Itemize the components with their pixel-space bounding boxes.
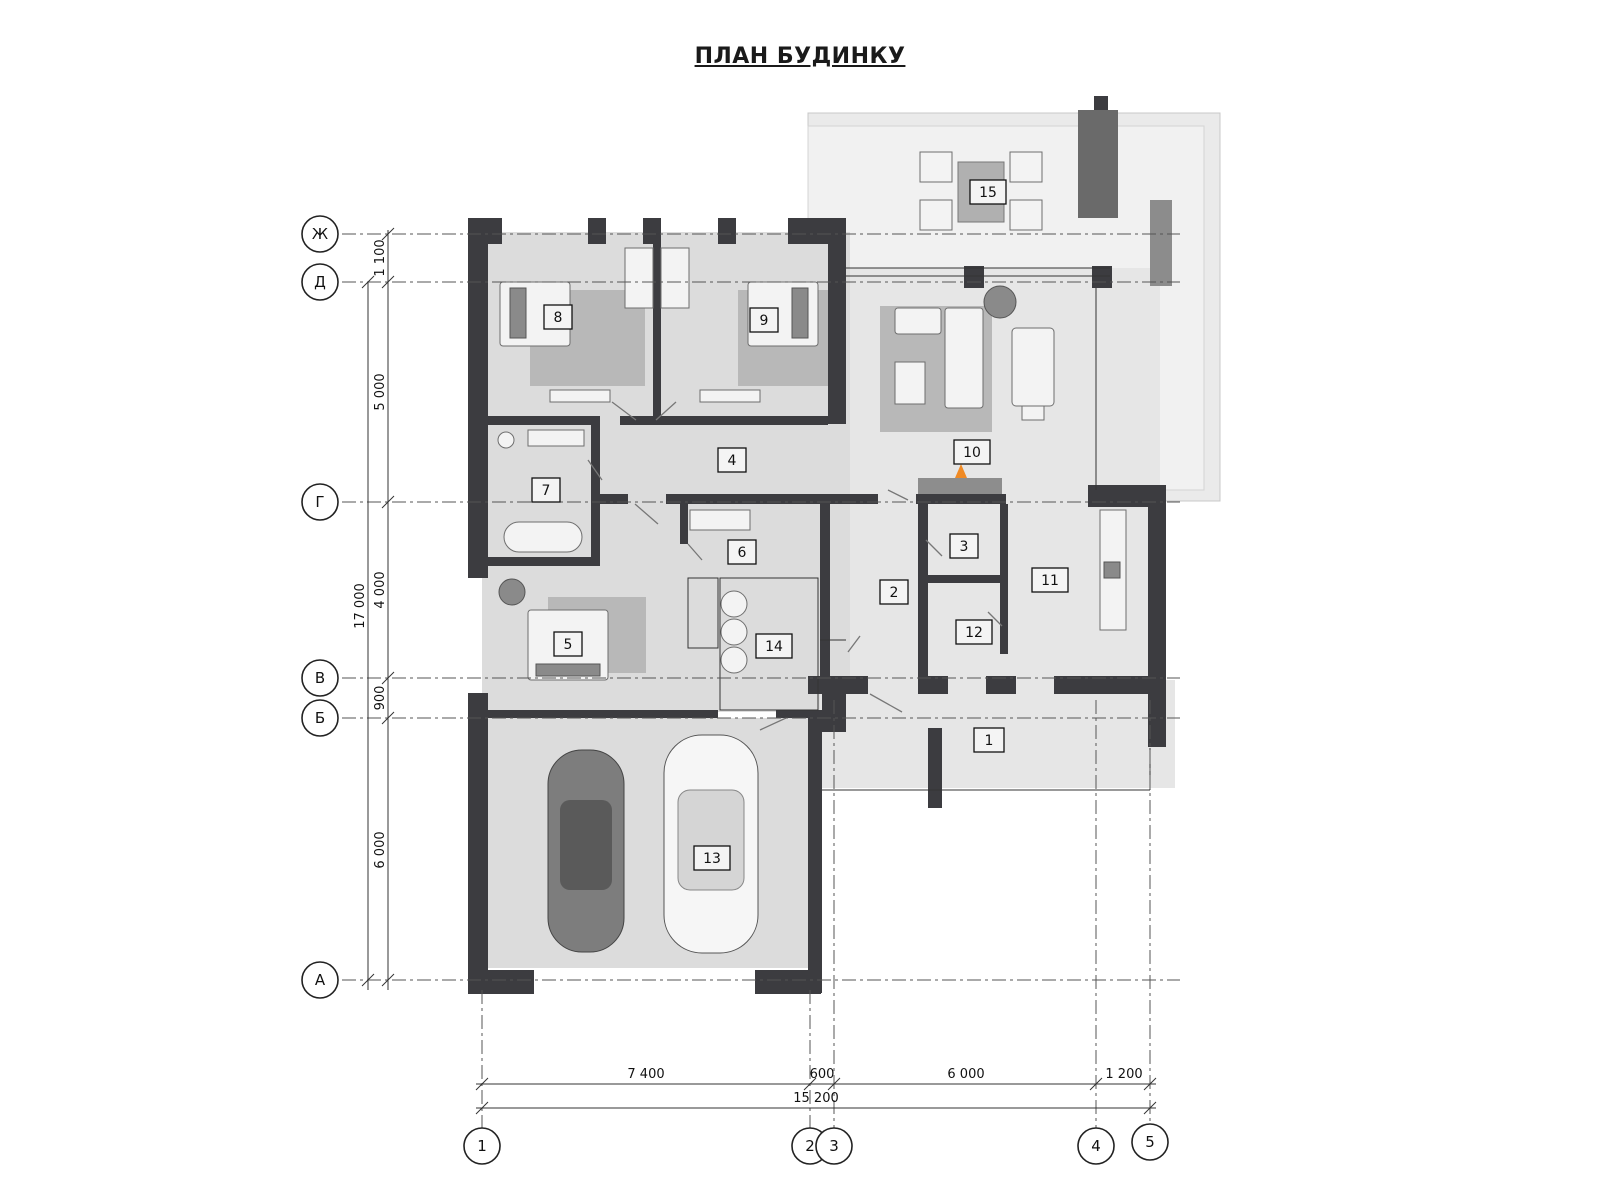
- dim-h-total: 15 200: [793, 1091, 839, 1106]
- wardrobe: [549, 389, 611, 403]
- plan-title: ПЛАН БУДИНКУ: [694, 44, 906, 69]
- room-label-9: 9: [760, 313, 769, 329]
- row-axis-label: Ж: [312, 225, 328, 243]
- sink: [1103, 561, 1121, 579]
- room-label-12: 12: [965, 625, 983, 641]
- room-label-3: 3: [960, 539, 969, 555]
- hedge: [1078, 110, 1118, 218]
- row-axis-label: Б: [315, 709, 325, 727]
- room-label-13: 13: [703, 851, 721, 867]
- room-label-10: 10: [963, 445, 981, 461]
- row-axis-label: А: [315, 971, 326, 989]
- coffee-table: [894, 361, 926, 405]
- dim-v-5: 6 000: [373, 831, 388, 868]
- column-axis-label: 1: [477, 1137, 487, 1155]
- dim-h-1: 7 400: [627, 1067, 664, 1082]
- room-label-8: 8: [554, 310, 563, 326]
- walls: [468, 96, 1166, 994]
- horizontal-dimension-chain: 7 400 600 6 000 1 200 15 200: [475, 1067, 1157, 1115]
- chair: [919, 151, 953, 183]
- pillow: [791, 287, 809, 339]
- storage-item: [720, 618, 748, 646]
- furniture: [497, 110, 1172, 954]
- room-label-14: 14: [765, 639, 783, 655]
- dining-table: [1011, 327, 1055, 407]
- fireplace: [918, 478, 1002, 494]
- car-roof: [677, 789, 745, 891]
- toilet: [497, 431, 515, 449]
- dim-h-2: 600: [810, 1067, 835, 1082]
- plant: [498, 578, 526, 606]
- column-axis-label: 3: [829, 1137, 839, 1155]
- chair: [1009, 199, 1043, 231]
- sofa: [944, 307, 984, 409]
- row-axis-label: Г: [315, 493, 324, 511]
- room-labels: 1 2 3 4 5 6 7 8 9 10 11 12 13 14 15: [531, 179, 1069, 871]
- firewood: [1150, 200, 1172, 286]
- storage-item: [720, 590, 748, 618]
- room-label-1: 1: [985, 733, 994, 749]
- storage-item: [720, 646, 748, 674]
- room-label-6: 6: [738, 545, 747, 561]
- wardrobe: [699, 389, 761, 403]
- pillow: [535, 663, 601, 677]
- room-label-4: 4: [728, 453, 737, 469]
- column-axis-label: 5: [1145, 1133, 1155, 1151]
- dim-v-total: 17 000: [353, 583, 368, 629]
- sofa: [894, 307, 942, 335]
- column-axis-label: 4: [1091, 1137, 1101, 1155]
- dim-v-3: 4 000: [373, 571, 388, 608]
- dim-v-1: 1 100: [373, 239, 388, 276]
- row-axis-label: В: [315, 669, 325, 687]
- row-axis-label: Д: [314, 273, 326, 291]
- car-roof: [560, 800, 612, 890]
- dim-v-2: 5 000: [373, 373, 388, 410]
- vanity: [527, 429, 585, 447]
- pillow: [509, 287, 527, 339]
- column-axis-markers: 1 2 3 4 5: [463, 1123, 1169, 1165]
- room-label-7: 7: [542, 483, 551, 499]
- vanity: [689, 509, 751, 531]
- dim-h-4: 1 200: [1105, 1067, 1142, 1082]
- flame-icon: [955, 464, 967, 478]
- plant: [983, 285, 1017, 319]
- desk: [624, 247, 654, 309]
- room-label-2: 2: [890, 585, 899, 601]
- vertical-dimension-chain: 1 100 5 000 4 000 900 6 000 17 000: [353, 227, 395, 990]
- thin-lines: [687, 267, 1151, 791]
- dim-v-4: 900: [373, 686, 388, 711]
- chair: [1021, 405, 1045, 421]
- grid-lines: [342, 233, 1180, 1130]
- row-axis-markers: Ж Д Г В Б А: [301, 215, 339, 999]
- room-label-15: 15: [979, 185, 997, 201]
- bathtub: [503, 521, 583, 553]
- chair: [919, 199, 953, 231]
- column-axis-label: 2: [805, 1137, 815, 1155]
- room-label-11: 11: [1041, 573, 1059, 589]
- desk: [660, 247, 690, 309]
- chair: [1009, 151, 1043, 183]
- dim-h-3: 6 000: [947, 1067, 984, 1082]
- room-label-5: 5: [564, 637, 573, 653]
